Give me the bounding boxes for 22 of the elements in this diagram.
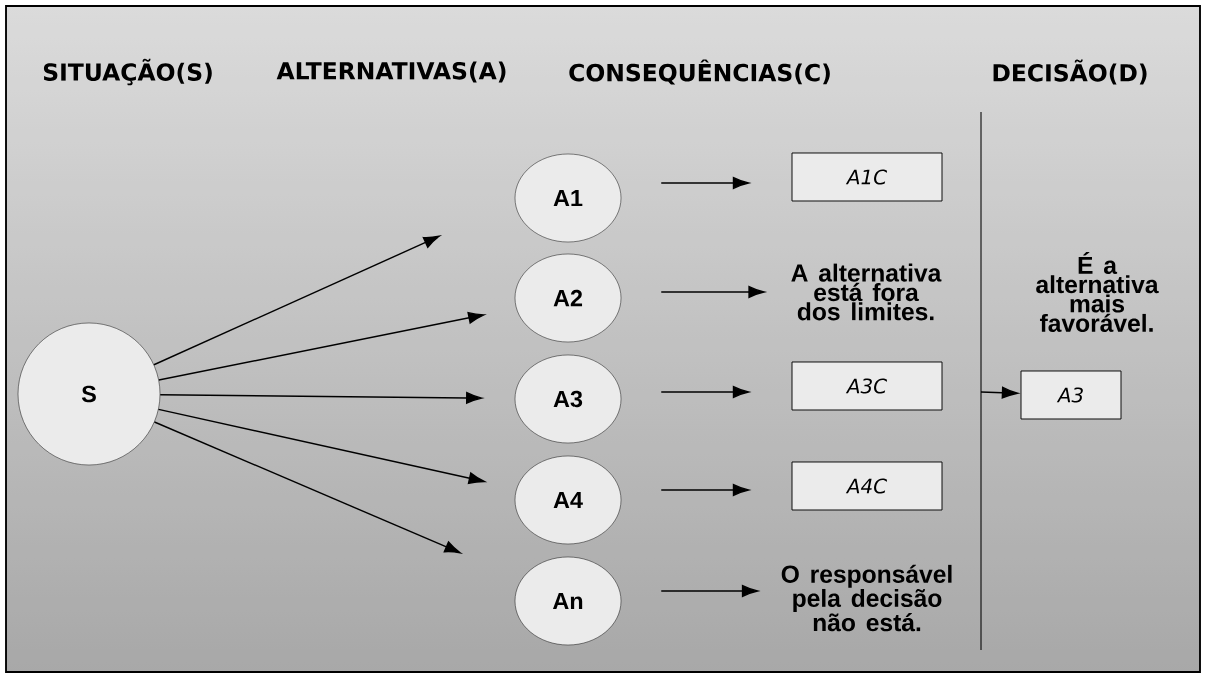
decision-box: A3 (1020, 370, 1122, 420)
consequence-box: A3C (791, 361, 943, 411)
column-heading: CONSEQUÊNCIAS(C) (569, 59, 830, 85)
arrow (158, 311, 485, 381)
arrow (153, 235, 440, 366)
arrow (660, 386, 750, 398)
arrow (660, 286, 765, 298)
column-heading: ALTERNATIVAS(A) (276, 61, 506, 83)
arrow (660, 484, 750, 496)
consequence-text: A alternativa está fora dos limites. (791, 263, 942, 321)
arrow (980, 386, 1019, 399)
column-heading: DECISÃO(D) (993, 59, 1147, 85)
consequence-box: A1C (791, 152, 943, 202)
arrow (660, 585, 759, 597)
consequence-text: O responsável pela decisão não está. (781, 564, 952, 632)
arrow (159, 391, 483, 404)
consequence-box: A4C (791, 461, 943, 511)
arrow (157, 408, 485, 485)
decision-text: É a alternativa mais favorável. (1036, 252, 1159, 332)
arrow (660, 177, 750, 189)
arrow (153, 421, 461, 554)
column-heading: SITUAÇÃO(S) (43, 58, 212, 86)
